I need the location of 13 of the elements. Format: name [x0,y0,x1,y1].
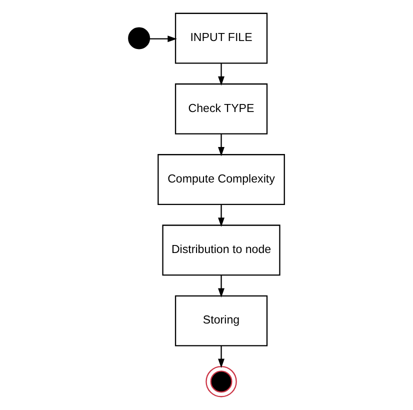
arrow [218,204,225,227]
node-circle [206,366,237,398]
node-box: Check TYPE [174,83,268,134]
node-circle [128,27,150,50]
arrow [218,63,225,86]
arrow [149,36,177,42]
arrow [218,346,225,368]
node-box: Compute Complexity [158,154,285,205]
node-box: Storing [174,295,268,346]
arrow [218,134,225,156]
node-box: INPUT FILE [174,12,268,64]
arrow [218,275,225,298]
node-box: Distribution to node [162,224,280,276]
